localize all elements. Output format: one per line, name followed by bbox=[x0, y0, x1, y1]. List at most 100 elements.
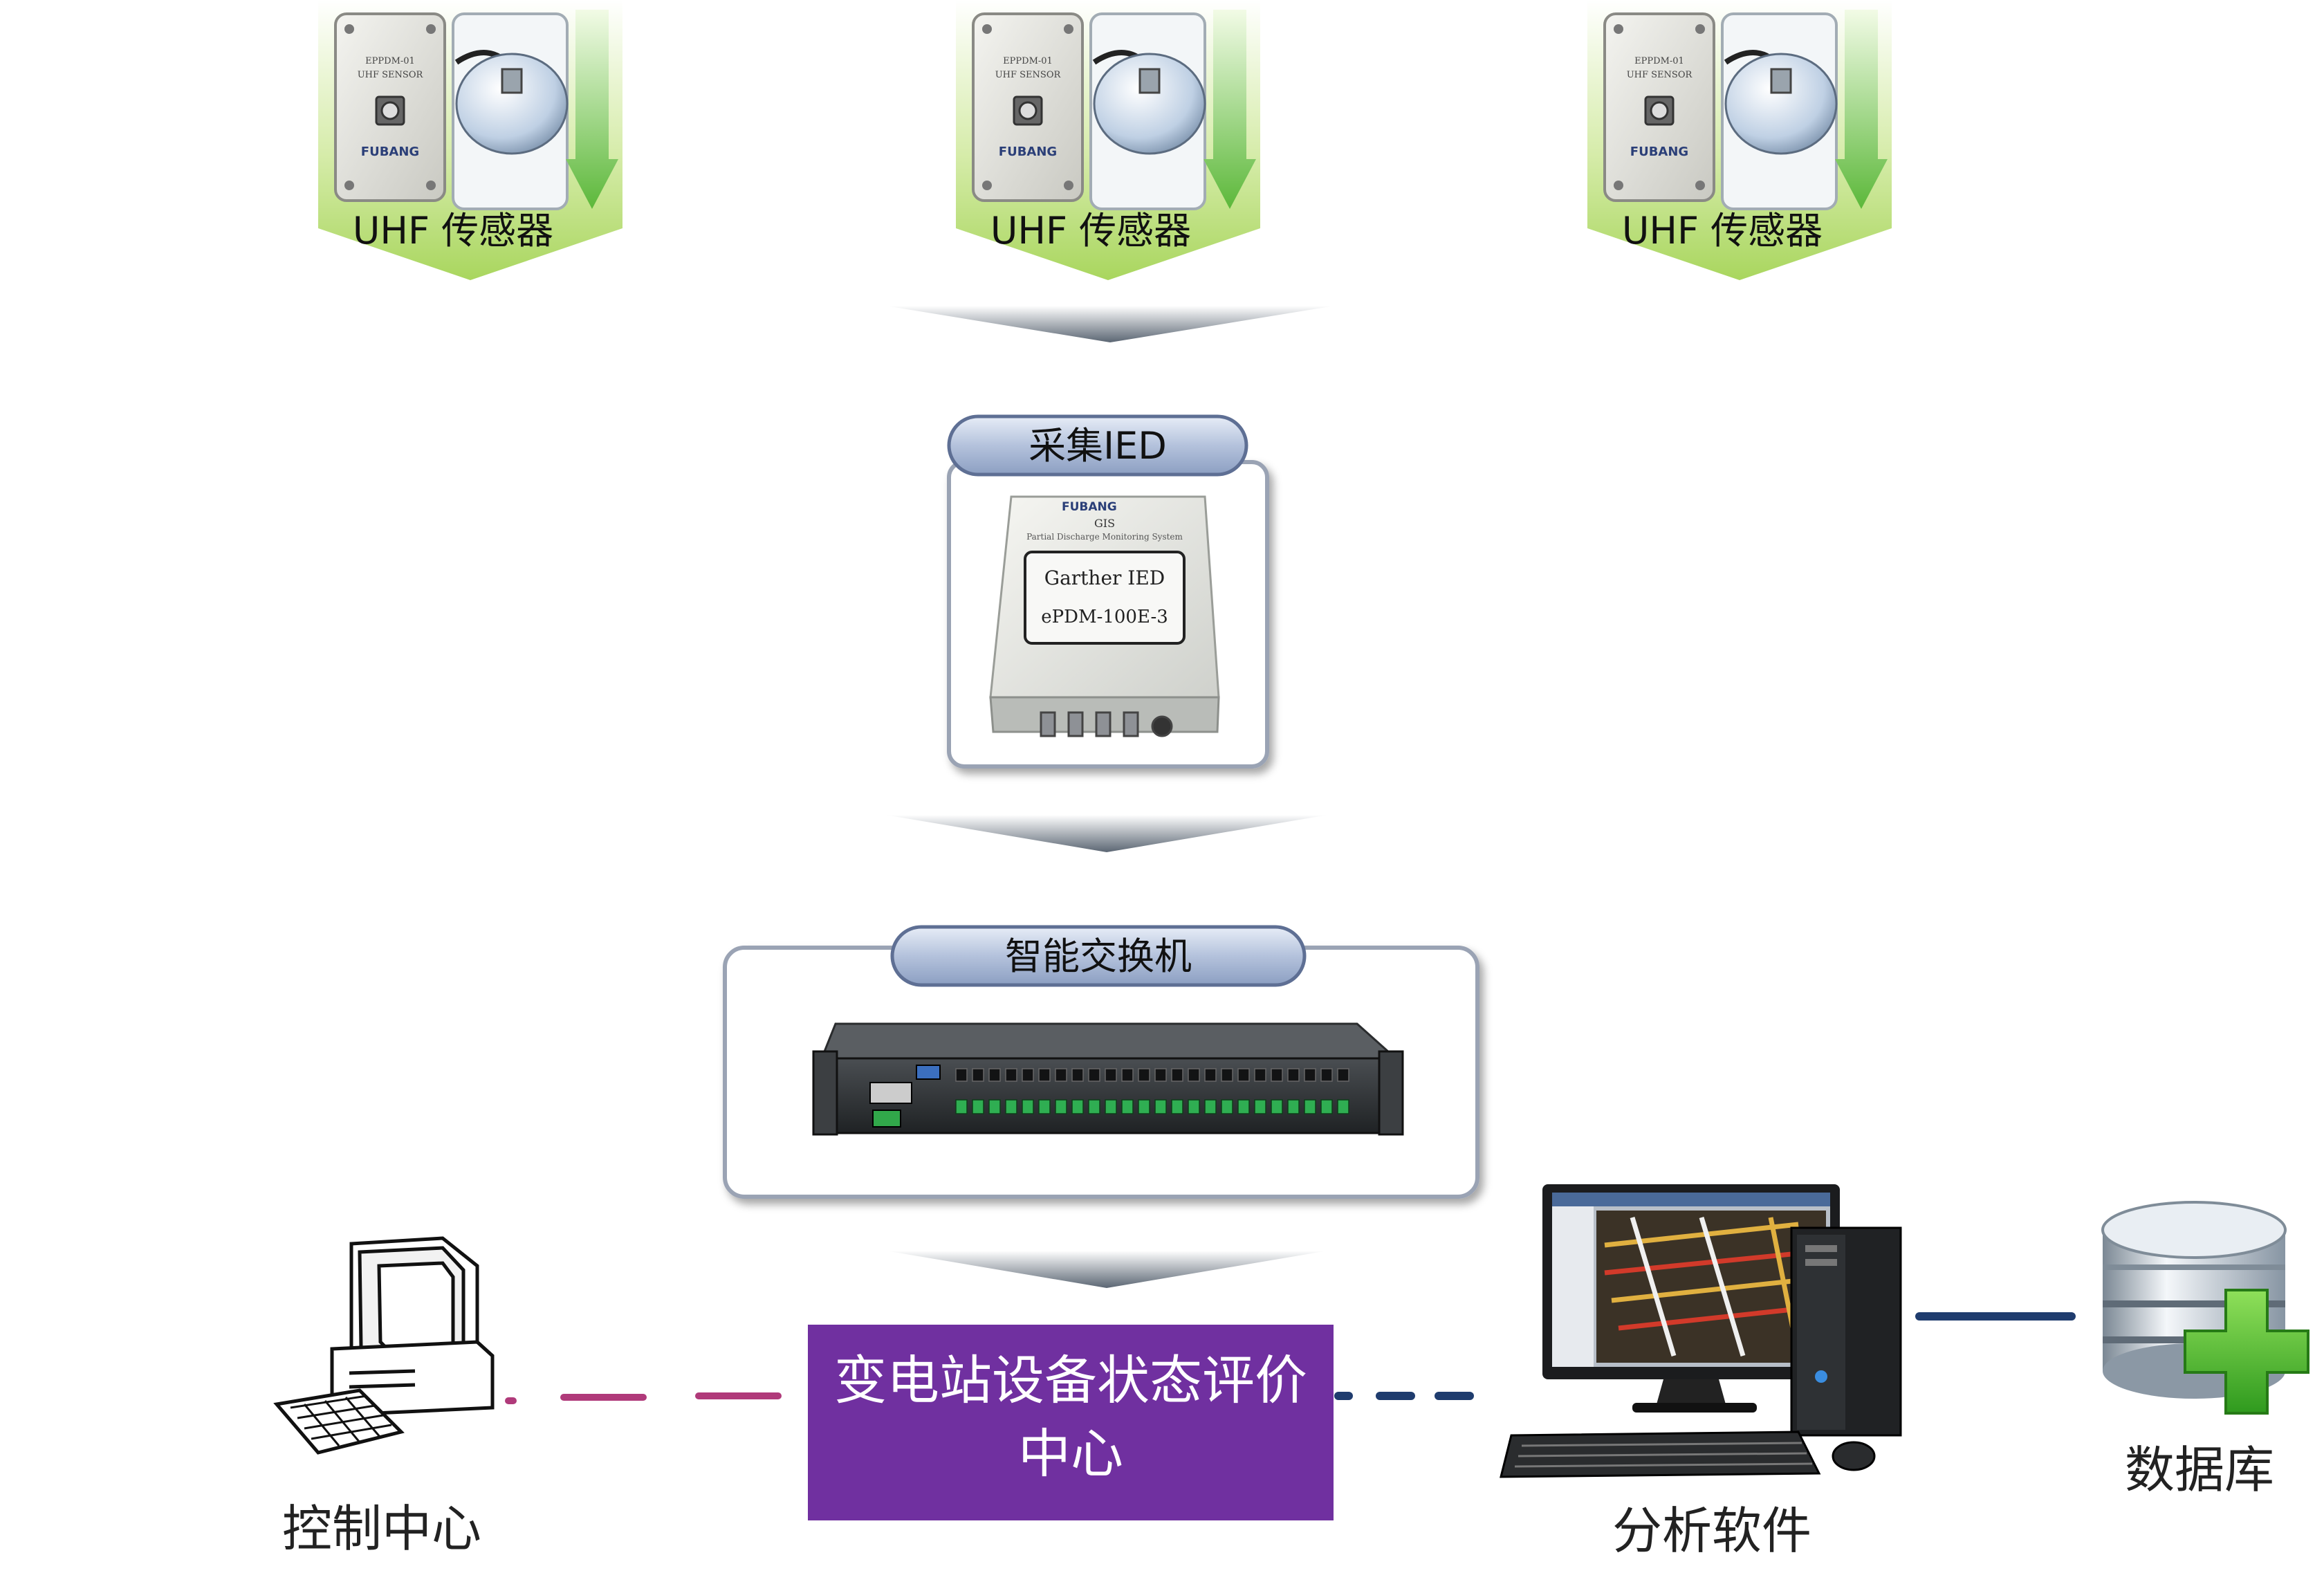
switch-port bbox=[1088, 1068, 1100, 1082]
switch-fiber-port bbox=[1105, 1099, 1117, 1114]
switch-fiber-port bbox=[1271, 1099, 1283, 1114]
switch-fiber-port bbox=[1005, 1099, 1017, 1114]
switch-ports bbox=[955, 1068, 1349, 1114]
analysis-software-label: 分析软件 bbox=[1612, 1502, 1811, 1560]
switch-ear-left bbox=[812, 1050, 838, 1136]
switch-fiber-port bbox=[955, 1099, 968, 1114]
switch-port bbox=[1138, 1068, 1150, 1082]
sensor-brand: FUBANG bbox=[999, 145, 1057, 159]
sensor-label: UHF 传感器 bbox=[353, 209, 553, 252]
switch-fiber-port bbox=[1304, 1099, 1316, 1114]
switch-port bbox=[1204, 1068, 1217, 1082]
link-control-to-center bbox=[505, 1392, 782, 1404]
switch-port bbox=[1005, 1068, 1017, 1082]
switch-fiber-port bbox=[1154, 1099, 1167, 1114]
switch-port bbox=[1221, 1068, 1233, 1082]
switch-port bbox=[1022, 1068, 1034, 1082]
evaluation-center-box bbox=[808, 1325, 1334, 1520]
ied-brand: FUBANG bbox=[1062, 500, 1117, 514]
switch-port bbox=[988, 1068, 1001, 1082]
ied-line2: ePDM-100E-3 bbox=[1041, 607, 1168, 627]
switch-port bbox=[1038, 1068, 1051, 1082]
ied-title: 采集IED bbox=[1029, 424, 1167, 468]
sensor-label: UHF 传感器 bbox=[990, 209, 1191, 252]
sensor-label: UHF 传感器 bbox=[1622, 209, 1823, 252]
control-center-label: 控制中心 bbox=[282, 1500, 481, 1558]
sensor-plate-line1: EPPDM-01 bbox=[1634, 56, 1684, 66]
switch-port bbox=[1304, 1068, 1316, 1082]
switch-fiber-port bbox=[1071, 1099, 1084, 1114]
flow-chevron-2 bbox=[885, 815, 1328, 852]
switch-block: 智能交换机 bbox=[723, 925, 1479, 1199]
sensor-down-arrow-icon bbox=[566, 10, 618, 209]
switch-fiber-port bbox=[1204, 1099, 1217, 1114]
switch-fiber-port bbox=[1138, 1099, 1150, 1114]
sensor-plate-line1: EPPDM-01 bbox=[365, 56, 415, 66]
flow-chevron-1 bbox=[885, 306, 1335, 342]
switch-fiber-port bbox=[1320, 1099, 1333, 1114]
switch-vga-icon bbox=[916, 1065, 941, 1080]
evaluation-center-line1: 变电站设备状态评价 bbox=[834, 1350, 1307, 1411]
switch-port bbox=[1055, 1068, 1067, 1082]
ied-connectors bbox=[1040, 711, 1173, 737]
uhf-sensor-1: EPPDM-01 UHF SENSOR FUBANG UHF 传感器 bbox=[956, 0, 1260, 280]
ied-line1: Garther IED bbox=[1044, 567, 1165, 589]
ied-title-pill bbox=[947, 414, 1248, 477]
switch-ear-right bbox=[1378, 1050, 1404, 1136]
ied-model-header: GIS bbox=[1094, 517, 1115, 530]
sensor-plate-line1: EPPDM-01 bbox=[1003, 56, 1053, 66]
switch-port bbox=[1121, 1068, 1134, 1082]
control-center-computer-icon bbox=[273, 1236, 495, 1455]
evaluation-center-line2: 中心 bbox=[1018, 1423, 1123, 1484]
sensor-down-arrow-icon bbox=[1204, 10, 1256, 209]
uhf-sensor-2: EPPDM-01 UHF SENSOR FUBANG UHF 传感器 bbox=[1587, 0, 1892, 280]
sensor-plate-line2: UHF SENSOR bbox=[358, 70, 424, 80]
analysis-workstation-icon bbox=[1500, 1184, 1902, 1478]
switch-port bbox=[1287, 1068, 1300, 1082]
switch-power-icon bbox=[872, 1110, 901, 1128]
switch-port bbox=[1337, 1068, 1349, 1082]
uhf-sensor-0: EPPDM-01 UHF SENSOR FUBANG UHF 传感器 bbox=[318, 0, 622, 280]
switch-port bbox=[1320, 1068, 1333, 1082]
switch-port-block-icon bbox=[869, 1082, 912, 1104]
switch-fiber-port bbox=[1022, 1099, 1034, 1114]
switch-port bbox=[1171, 1068, 1183, 1082]
mouse bbox=[1832, 1441, 1876, 1471]
sensor-down-arrow-icon bbox=[1835, 10, 1888, 209]
switch-port bbox=[1071, 1068, 1084, 1082]
sensor-brand: FUBANG bbox=[361, 145, 419, 159]
ied-label-frame bbox=[1024, 551, 1186, 645]
switch-port bbox=[955, 1068, 968, 1082]
switch-title: 智能交换机 bbox=[1005, 935, 1192, 978]
ied-block: 采集IED FUBANG GIS Partial Discharge Monit… bbox=[947, 414, 1269, 769]
sensor-disc-icon bbox=[1724, 53, 1838, 155]
switch-fiber-port bbox=[1088, 1099, 1100, 1114]
switch-port bbox=[1254, 1068, 1266, 1082]
switch-fiber-port bbox=[1038, 1099, 1051, 1114]
switch-fiber-port bbox=[1254, 1099, 1266, 1114]
switch-port bbox=[1105, 1068, 1117, 1082]
switch-fiber-port bbox=[1337, 1099, 1349, 1114]
sensor-plate-line2: UHF SENSOR bbox=[995, 70, 1062, 80]
switch-fiber-port bbox=[988, 1099, 1001, 1114]
switch-port bbox=[972, 1068, 984, 1082]
switch-rack-top bbox=[820, 1022, 1399, 1060]
switch-fiber-port bbox=[1237, 1099, 1250, 1114]
sensor-disc-icon bbox=[455, 53, 569, 155]
sensor-plate-line2: UHF SENSOR bbox=[1627, 70, 1693, 80]
switch-title-pill bbox=[890, 925, 1307, 987]
switch-port bbox=[1237, 1068, 1250, 1082]
switch-fiber-port bbox=[1188, 1099, 1200, 1114]
switch-fiber-port bbox=[1121, 1099, 1134, 1114]
switch-port bbox=[1188, 1068, 1200, 1082]
sensor-disc-icon bbox=[1093, 53, 1206, 155]
switch-port bbox=[1271, 1068, 1283, 1082]
database-label: 数据库 bbox=[2125, 1441, 2274, 1499]
sensor-brand: FUBANG bbox=[1630, 145, 1688, 159]
switch-fiber-port bbox=[1171, 1099, 1183, 1114]
flow-chevron-3 bbox=[885, 1251, 1328, 1288]
switch-port bbox=[1154, 1068, 1167, 1082]
switch-fiber-port bbox=[1287, 1099, 1300, 1114]
switch-fiber-port bbox=[972, 1099, 984, 1114]
